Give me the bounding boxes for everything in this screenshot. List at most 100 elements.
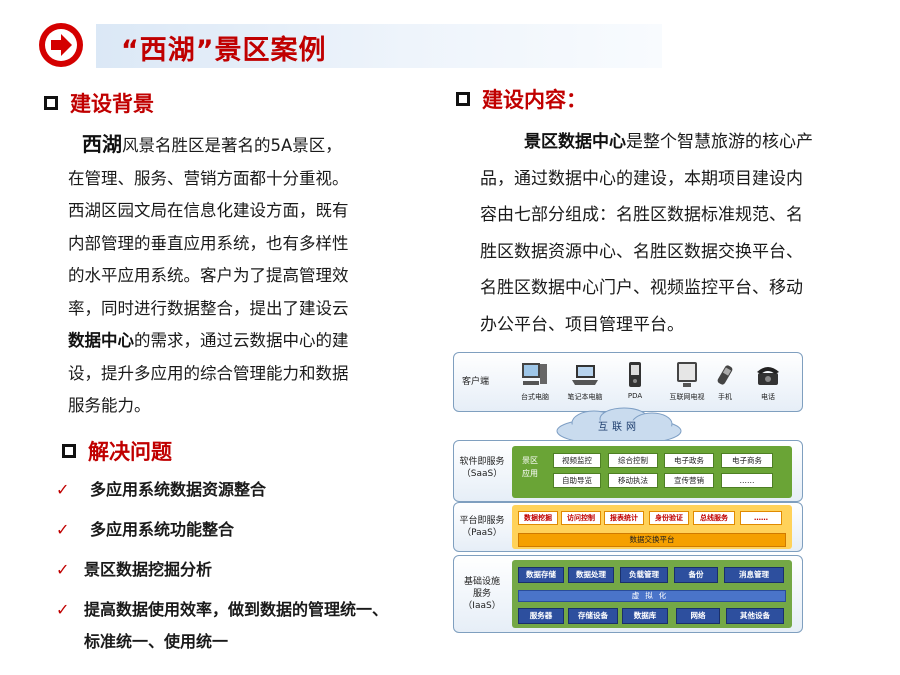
para-lead: 西湖 (82, 132, 122, 156)
para-line: 西湖区园文局在信息化建设方面，既有 (68, 201, 349, 220)
iaas-cell: 其他设备 (726, 608, 784, 624)
paas-cell: 访问控制 (561, 511, 601, 525)
iaas-cell: 数据存储 (518, 567, 564, 583)
content-heading-label: 建设内容： (482, 88, 587, 112)
para-bold: 数据中心 (68, 331, 134, 350)
background-heading-label: 建设背景 (70, 92, 154, 116)
iaas-label-line: 基础设施 (463, 577, 500, 587)
tv-icon (677, 362, 697, 387)
background-paragraph: 西湖风景名胜区是著名的5A景区， 在管理、服务、营销方面都十分重视。 西湖区园文… (68, 128, 388, 423)
para-line: 设，提升多应用的综合管理能力和数据 (68, 363, 349, 383)
internet-label: 互联网 (598, 422, 640, 433)
check-icon: ✓ (56, 560, 70, 579)
laptop-icon (572, 365, 598, 385)
check-icon: ✓ (56, 480, 70, 499)
client-label: 客户端 (462, 377, 490, 387)
paas-cell: 数据挖掘 (518, 511, 558, 525)
architecture-diagram: 客户端 台式电脑 笔记本电脑 PDA 互联网电视 手机 电话 互联网 软件即服务… (450, 352, 806, 634)
iaas-cell: 备份 (674, 567, 718, 583)
para-line: 服务能力。 (68, 396, 151, 415)
data-exchange-platform-bar: 数据交换平台 (518, 533, 786, 547)
paas-label-line: 平台即服务 (459, 516, 505, 526)
saas-side-line: 景区 (522, 456, 538, 465)
client-label-text: 电话 (761, 393, 775, 401)
list-item-text: 多应用系统数据资源整合 (90, 480, 267, 499)
list-item-text: 提高数据使用效率，做到数据的管理统一、 (84, 600, 389, 619)
saas-side-line: 应用 (522, 469, 538, 478)
list-item-text: 多应用系统功能整合 (90, 520, 235, 539)
list-item: 标准统一、使用统一 (56, 626, 436, 658)
client-tv: 互联网电视 (662, 360, 712, 402)
iaas-cell: 网络 (676, 608, 720, 624)
paas-cell: …… (740, 511, 782, 525)
iaas-label-line: 服务 (472, 589, 491, 599)
content-heading: 建设内容： (456, 84, 587, 114)
paas-cell: 总线服务 (693, 511, 735, 525)
para-line: 风景名胜区是著名的5A景区， (122, 136, 342, 155)
client-label-text: 台式电脑 (521, 393, 549, 401)
title-banner (96, 24, 662, 68)
paas-label-line: （PaaS） (462, 528, 502, 538)
para-line: 在管理、服务、营销方面都十分重视。 (68, 168, 349, 188)
square-bullet-icon (456, 92, 470, 106)
list-item-text: 景区数据挖掘分析 (84, 560, 213, 579)
internet-cloud-icon (556, 407, 682, 446)
iaas-cell: 服务器 (518, 608, 564, 624)
iaas-cell: 消息管理 (724, 567, 784, 583)
client-pda: PDA (610, 360, 660, 400)
content-line: 办公平台、项目管理平台。 (480, 314, 684, 335)
saas-cell: 移动执法 (608, 473, 658, 488)
client-label-text: 笔记本电脑 (567, 393, 603, 401)
client-desktop: 台式电脑 (510, 360, 560, 402)
paas-label: 平台即服务 （PaaS） (456, 515, 508, 539)
square-bullet-icon (62, 444, 76, 458)
problems-list: ✓ 多应用系统数据资源整合 ✓ 多应用系统功能整合 ✓ 景区数据挖掘分析 ✓ 提高数据使… (56, 474, 436, 658)
page-title: “西湖”景区案例 (121, 35, 327, 66)
content-line: 胜区数据资源中心、名胜区数据交换平台、 (480, 241, 803, 262)
check-icon: ✓ (56, 520, 70, 539)
saas-cell: 综合控制 (608, 453, 658, 468)
saas-label-line: 软件即服务 (459, 457, 505, 467)
content-line: 是整个智慧旅游的核心产 (626, 132, 813, 152)
paas-cell: 身份验证 (649, 511, 689, 525)
para-line: 内部管理的垂直应用系统，也有多样性 (68, 233, 349, 253)
client-label-text: 互联网电视 (669, 393, 705, 401)
saas-cell: …… (721, 473, 773, 488)
check-icon: ✓ (56, 600, 70, 619)
list-item: ✓ 多应用系统功能整合 (56, 514, 436, 546)
client-label-text: 手机 (718, 393, 732, 401)
saas-side-label: 景区应用 (514, 454, 546, 480)
mobile-phone-icon (717, 365, 733, 385)
content-line: 容由七部分组成：名胜区数据标准规范、名 (480, 205, 803, 225)
content-lead-bold: 景区数据中心 (524, 132, 626, 152)
paas-cell: 报表统计 (604, 511, 644, 525)
content-paragraph: 景区数据中心是整个智慧旅游的核心产 品，通过数据中心的建设，本期项目建设内 容由… (480, 124, 880, 343)
pda-icon (629, 362, 641, 387)
problems-heading-label: 解决问题 (88, 440, 172, 464)
para-line: 的需求，通过云数据中心的建 (134, 331, 349, 350)
iaas-cell: 存储设备 (568, 608, 618, 624)
list-item-text: 标准统一、使用统一 (84, 632, 229, 651)
client-phone: 手机 (700, 360, 750, 402)
list-item: ✓ 提高数据使用效率，做到数据的管理统一、 (56, 594, 436, 626)
arrow-right-icon (39, 23, 83, 67)
content-line: 名胜区数据中心门户、视频监控平台、移动 (480, 278, 803, 298)
para-line: 的水平应用系统。客户为了提高管理效 (68, 266, 349, 285)
client-label-text: PDA (627, 392, 643, 400)
iaas-label: 基础设施服务（IaaS） (456, 576, 508, 612)
client-laptop: 笔记本电脑 (560, 360, 610, 402)
saas-cell: 自助导览 (553, 473, 601, 488)
iaas-cell: 数据处理 (568, 567, 614, 583)
iaas-cell: 负载管理 (620, 567, 668, 583)
list-item: ✓ 多应用系统数据资源整合 (56, 474, 436, 506)
saas-cell: 电子商务 (721, 453, 773, 468)
client-layer (453, 352, 803, 412)
saas-label: 软件即服务 （SaaS） (456, 456, 508, 480)
square-bullet-icon (44, 96, 58, 110)
virtualization-bar: 虚拟化 (518, 590, 786, 602)
problems-heading: 解决问题 (62, 436, 172, 466)
saas-cell: 视频监控 (553, 453, 601, 468)
saas-cell: 电子政务 (664, 453, 714, 468)
saas-label-line: （SaaS） (461, 469, 503, 479)
content-line: 品，通过数据中心的建设，本期项目建设内 (480, 168, 803, 189)
